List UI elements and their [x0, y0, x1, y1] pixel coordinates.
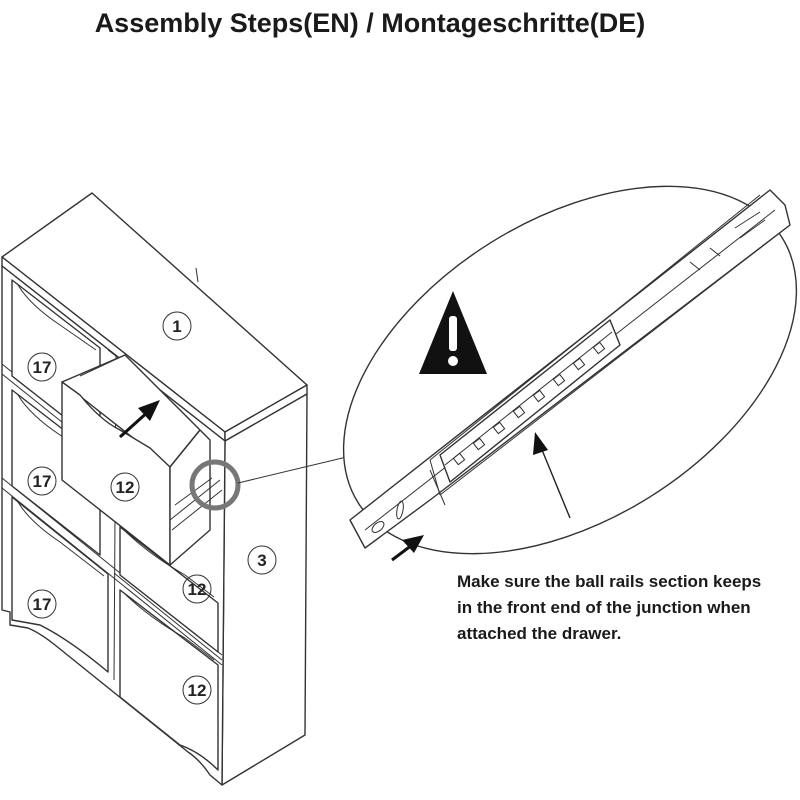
cabinet-illustration: 1 3 17 17 17 12 — [1, 192, 356, 786]
svg-text:17: 17 — [33, 358, 52, 377]
drawer-right-bottom — [119, 589, 219, 771]
part-label-12-open: 12 — [110, 472, 140, 502]
svg-text:17: 17 — [33, 595, 52, 614]
svg-text:3: 3 — [257, 551, 266, 570]
svg-text:12: 12 — [116, 478, 135, 497]
callout-pointer — [533, 432, 571, 519]
drawer-left-bottom — [11, 496, 109, 673]
instruction-note-line: attached the drawer. — [457, 624, 622, 643]
part-label-12-bottom: 12 — [182, 675, 212, 705]
instruction-note-line: Make sure the ball rails section keeps — [457, 572, 762, 591]
push-arrow-icon — [391, 535, 424, 562]
svg-text:1: 1 — [172, 317, 181, 336]
svg-text:17: 17 — [33, 472, 52, 491]
svg-text:12: 12 — [188, 681, 207, 700]
part-label-1: 1 — [162, 311, 192, 341]
insert-arrow-icon — [118, 400, 160, 439]
part-label-17-bottom: 17 — [27, 589, 57, 619]
part-label-12-middle: 12 — [182, 574, 212, 604]
part-label-17-middle: 17 — [27, 466, 57, 496]
warning-triangle-icon — [419, 291, 487, 374]
side-panel — [221, 393, 308, 786]
part-label-17-top: 17 — [27, 352, 57, 382]
detail-highlight-circle — [189, 459, 241, 511]
ball-rail — [349, 189, 791, 549]
detail-view — [342, 185, 798, 562]
part-label-3: 3 — [247, 545, 277, 575]
detail-ellipse — [342, 185, 798, 555]
drawer-open — [61, 354, 223, 566]
drawer-right-middle — [119, 526, 219, 653]
svg-text:12: 12 — [188, 580, 207, 599]
instruction-note-line: in the front end of the junction when — [457, 598, 751, 617]
page-title: Assembly Steps(EN) / Montageschritte(DE) — [94, 8, 646, 38]
instruction-note: Make sure the ball rails section keeps i… — [457, 569, 787, 647]
